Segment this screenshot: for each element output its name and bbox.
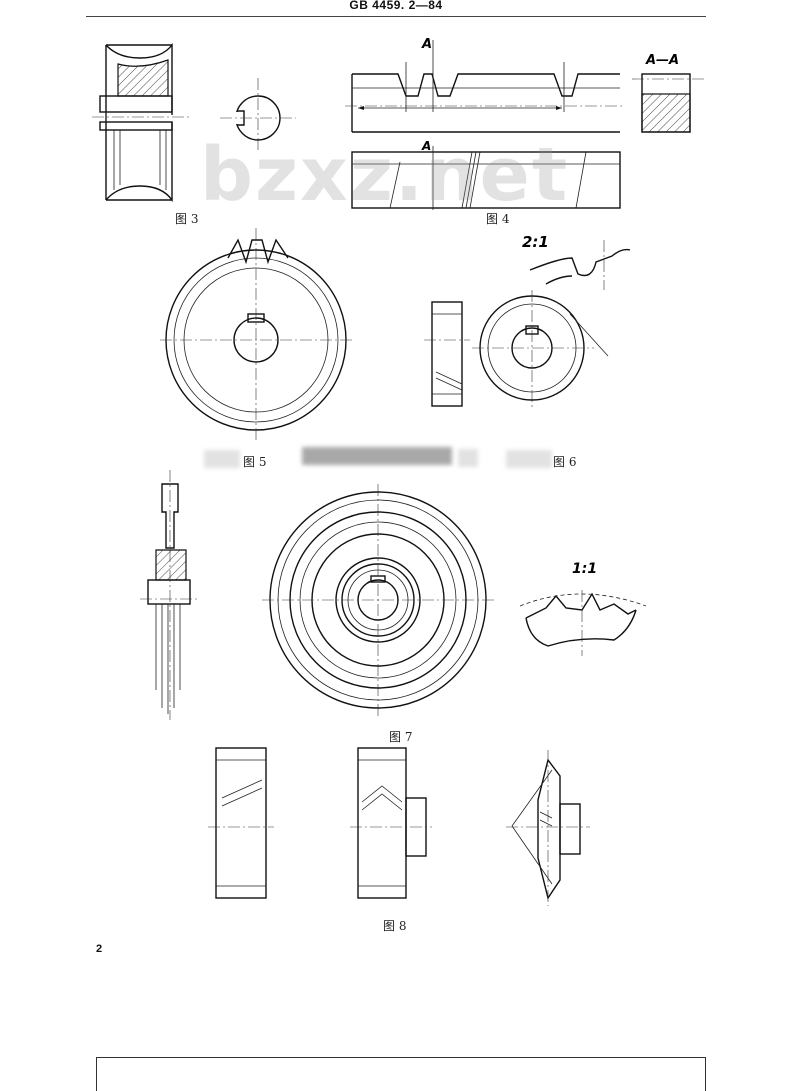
figure-7-drawing	[140, 470, 647, 720]
scale-label-1-1: 1:1	[572, 561, 597, 577]
figure-8-caption: 图 8	[383, 919, 407, 933]
figure-4-caption: 图 4	[486, 212, 510, 226]
figure-5-drawing	[160, 228, 354, 442]
section-title-a-a: A—A	[645, 53, 679, 68]
figure-6-caption: 图 6	[553, 455, 577, 469]
blur-patch	[302, 447, 452, 465]
figure-3-caption: 图 3	[175, 212, 199, 226]
figure-3-drawing	[92, 42, 296, 203]
figure-7-caption: 图 7	[389, 730, 413, 744]
figure-4-drawing	[345, 40, 704, 210]
section-mark-a-lower: A	[421, 139, 431, 153]
figure-6-drawing	[424, 240, 631, 408]
blur-patch	[458, 449, 478, 467]
scale-label-2-1: 2:1	[522, 233, 549, 251]
section-mark-a: A	[421, 37, 432, 52]
bottom-frame	[96, 1057, 706, 1091]
page-number: 2	[96, 943, 103, 955]
page-header: GB 4459. 2—84	[86, 0, 706, 17]
standard-code: GB 4459. 2—84	[349, 0, 443, 12]
figure-5-caption: 图 5	[243, 455, 267, 469]
blur-patch	[506, 450, 552, 468]
blur-patch	[204, 450, 240, 468]
figure-8-drawing	[208, 747, 590, 906]
